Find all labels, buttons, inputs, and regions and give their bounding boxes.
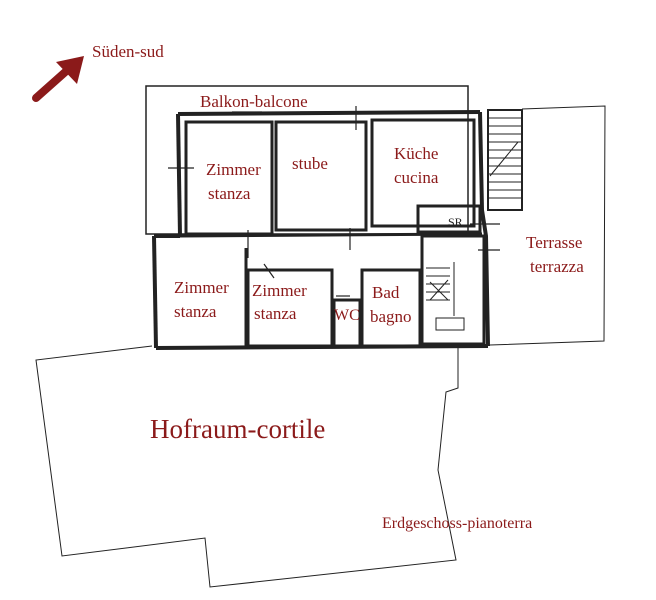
opening-marks xyxy=(168,106,500,297)
orientation-label: Süden-sud xyxy=(92,42,164,61)
interior-staircase xyxy=(426,262,465,331)
bad-it: bagno xyxy=(370,307,412,326)
room-stube: stube xyxy=(292,154,328,173)
terrace-it: terrazza xyxy=(530,257,584,276)
bad-de: Bad xyxy=(372,283,400,302)
room-zimmer-1-de: Zimmer xyxy=(206,160,261,179)
courtyard-outline xyxy=(35,345,459,588)
sr-label: SR xyxy=(448,215,463,229)
terrace-outline xyxy=(489,105,606,346)
north-arrow-icon xyxy=(32,56,84,102)
terrace-de: Terrasse xyxy=(526,233,582,252)
interior-walls xyxy=(179,118,486,348)
room-zimmer-3-it: stanza xyxy=(254,304,297,323)
floor-label: Erdgeschoss-pianoterra xyxy=(382,515,532,532)
room-kueche-it: cucina xyxy=(394,168,439,187)
room-zimmer-1-it: stanza xyxy=(208,184,251,203)
balcony-label: Balkon-balcone xyxy=(200,92,308,111)
wc-label: WC xyxy=(334,307,360,324)
room-zimmer-2-de: Zimmer xyxy=(174,278,229,297)
staircase-icon xyxy=(487,109,523,211)
room-zimmer-2-it: stanza xyxy=(174,302,217,321)
courtyard-label: Hofraum-cortile xyxy=(150,414,325,444)
room-zimmer-3-de: Zimmer xyxy=(252,281,307,300)
room-kueche-de: Küche xyxy=(394,144,438,163)
